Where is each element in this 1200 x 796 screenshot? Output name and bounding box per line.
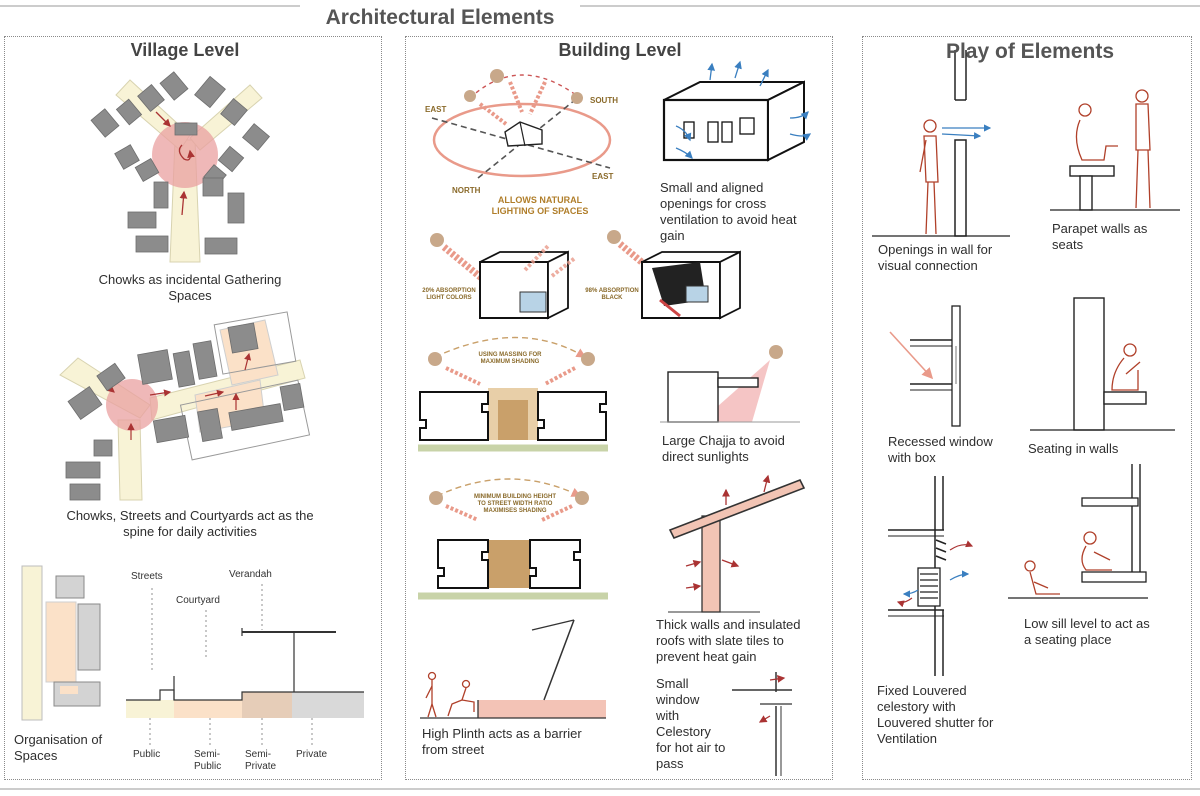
chajja-diagram — [660, 345, 800, 423]
parapet-seat-diagram — [1050, 89, 1180, 211]
organisation-caption: Organisation of Spaces — [14, 732, 103, 763]
sun-path-diagram — [431, 69, 612, 179]
height-ratio-diagram — [418, 478, 608, 600]
organisation-diagram — [21, 565, 364, 745]
compass-east-2-label: EAST — [592, 172, 614, 181]
compass-north-label: NORTH — [452, 186, 481, 195]
chajja-caption: Large Chajja to avoid direct sunlights — [662, 433, 785, 464]
recessed-window-caption: Recessed window with box — [888, 434, 993, 465]
cross-ventilation-diagram — [662, 60, 812, 162]
verandah-label: Verandah — [229, 569, 272, 580]
streets-courtyards-caption: Chowks, Streets and Courtyards act as th… — [66, 508, 314, 539]
high-plinth-diagram — [420, 619, 606, 719]
louvered-celestory-diagram — [888, 476, 974, 676]
seating-wall-caption: Seating in walls — [1028, 441, 1119, 456]
thick-wall-roof-diagram — [668, 474, 806, 613]
semi-public-label: Semi-Public — [194, 749, 222, 772]
massing-label: USING MASSING FOR MAXIMUM SHADING — [478, 352, 542, 365]
streets-courtyards-diagram — [59, 311, 311, 501]
cross-ventilation-caption: Small and aligned openings for cross ven… — [660, 180, 797, 243]
absorption-diagram — [430, 230, 741, 320]
building-level-panel — [405, 36, 833, 780]
streets-label: Streets — [131, 571, 163, 582]
village-level-panel — [4, 36, 382, 780]
village-level-title: Village Level — [130, 40, 240, 60]
natural-lighting-label: ALLOWS NATURAL LIGHTING OF SPACES — [491, 195, 589, 216]
height-ratio-label: MINIMUM BUILDING HEIGHT TO STREET WIDTH … — [474, 494, 556, 514]
celestory-caption: Small window with Celestory for hot air … — [656, 676, 726, 771]
louvered-caption: Fixed Louvered celestory with Louvered s… — [877, 683, 994, 746]
openings-wall-diagram — [872, 50, 1010, 237]
low-sill-caption: Low sill level to act as a seating place — [1024, 616, 1150, 647]
public-label: Public — [133, 749, 161, 760]
courtyard-label: Courtyard — [176, 595, 220, 606]
chowks-caption: Chowks as incidental Gathering Spaces — [98, 272, 282, 303]
low-sill-diagram — [1008, 464, 1148, 599]
celestory-diagram — [732, 672, 792, 776]
semi-private-label: Semi-Private — [245, 749, 277, 772]
private-label: Private — [296, 749, 328, 760]
building-level-title: Building Level — [558, 40, 682, 60]
recessed-window-diagram — [889, 305, 961, 427]
parapet-seat-caption: Parapet walls as seats — [1052, 221, 1148, 252]
play-of-elements-panel — [862, 36, 1192, 780]
light-absorption-label: 20% ABSORPTION LIGHT COLORS — [422, 288, 476, 301]
play-of-elements-title: Play of Elements — [945, 40, 1115, 63]
massing-diagram — [418, 336, 608, 452]
page-title: Architectural Elements — [325, 6, 555, 29]
compass-south-label: SOUTH — [590, 96, 618, 105]
header-rules — [0, 5, 1200, 790]
compass-east-label: EAST — [425, 105, 447, 114]
black-absorption-label: 98% ABSORPTION BLACK — [585, 288, 639, 301]
seating-wall-diagram — [1030, 297, 1175, 431]
openings-wall-caption: Openings in wall for visual connection — [878, 242, 993, 273]
chowk-plan-diagram — [90, 71, 271, 263]
thick-walls-caption: Thick walls and insulated roofs with sla… — [656, 617, 801, 664]
high-plinth-caption: High Plinth acts as a barrier from stree… — [422, 726, 582, 757]
